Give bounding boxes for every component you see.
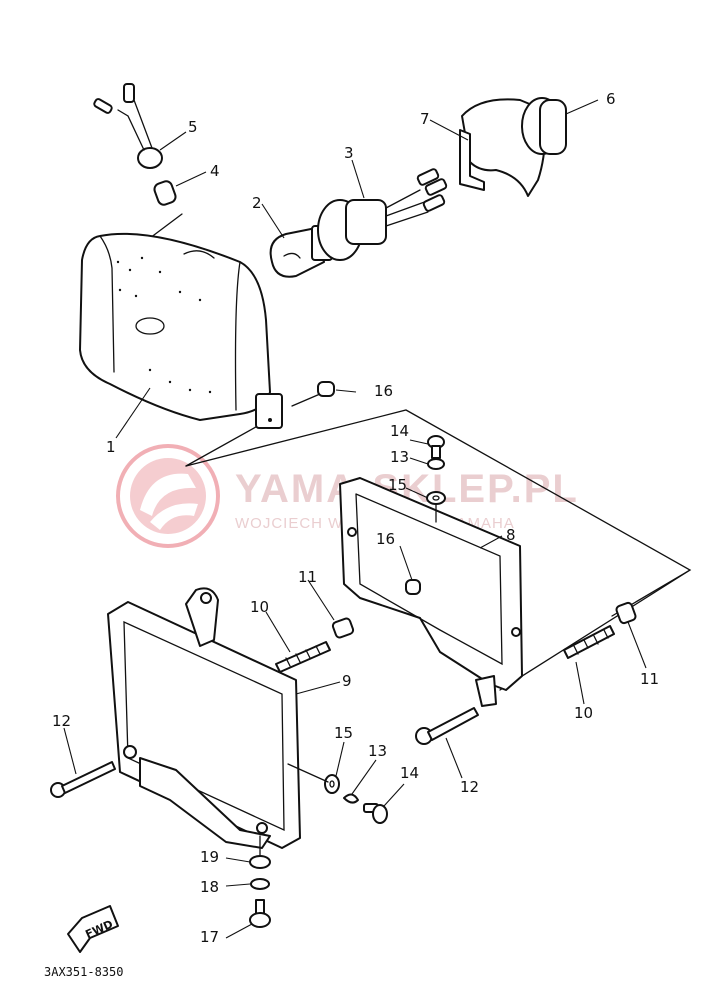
headlight-housing (79, 232, 283, 429)
callout-3: 3 (344, 144, 354, 162)
callout-18: 18 (200, 878, 219, 896)
callout-7: 7 (420, 110, 430, 128)
callout-5: 5 (188, 118, 198, 136)
outer-frame (107, 587, 301, 849)
callout-17: 17 (200, 928, 219, 946)
fwd-arrow-icon: FWD (67, 905, 119, 953)
callout-10-right: 10 (574, 704, 593, 722)
lock-washer-lower (343, 793, 359, 804)
callout-6: 6 (606, 90, 616, 108)
lock-washer-18 (250, 878, 270, 890)
callout-1: 1 (106, 438, 116, 456)
adjusting-screw-right (563, 625, 615, 659)
callout-4: 4 (210, 162, 220, 180)
callout-12-left: 12 (52, 712, 71, 730)
bulb-retainer-clip (459, 129, 485, 191)
callout-14-upper: 14 (390, 422, 409, 440)
callout-13-lower: 13 (368, 742, 387, 760)
lens-texture (116, 256, 212, 394)
callout-labels: 1 2 3 4 5 6 7 8 9 10 10 11 11 12 12 13 1… (52, 90, 659, 946)
callout-15-lower: 15 (334, 724, 353, 742)
bolt-left (50, 761, 116, 798)
screw-17 (249, 899, 271, 928)
bolt-right (415, 707, 479, 745)
callout-19: 19 (200, 848, 219, 866)
washer-lower (324, 774, 340, 794)
nut-left (331, 617, 355, 639)
grommet-lower (405, 579, 421, 595)
grommet-upper (317, 381, 335, 397)
screw-upper (427, 435, 445, 459)
inner-bracket (339, 477, 523, 707)
nut-right (615, 601, 637, 625)
callout-13-upper: 13 (390, 448, 409, 466)
bulb-socket (317, 168, 448, 261)
adjusting-screw-left (275, 641, 331, 673)
callout-10-left: 10 (250, 598, 269, 616)
callout-8: 8 (506, 526, 516, 544)
callout-9: 9 (342, 672, 352, 690)
callout-14-lower: 14 (400, 764, 419, 782)
position-lamp-socket (93, 83, 163, 169)
lock-washer-upper (427, 458, 445, 470)
screw-lower (363, 803, 388, 824)
callout-11-left: 11 (298, 568, 317, 586)
callout-16-lower: 16 (376, 530, 395, 548)
watermark-logo-icon (116, 444, 220, 548)
callout-2: 2 (252, 194, 262, 212)
diagram-code: 3AX351-8350 (44, 965, 123, 979)
leader-lines (63, 99, 647, 939)
washer-upper (426, 491, 446, 505)
position-lamp (153, 180, 177, 206)
callout-16-upper: 16 (374, 382, 393, 400)
callout-15-upper: 15 (388, 476, 407, 494)
bulb-cover (461, 97, 567, 197)
callout-11-right: 11 (640, 670, 659, 688)
callout-12-right: 12 (460, 778, 479, 796)
washer-19 (249, 855, 271, 869)
